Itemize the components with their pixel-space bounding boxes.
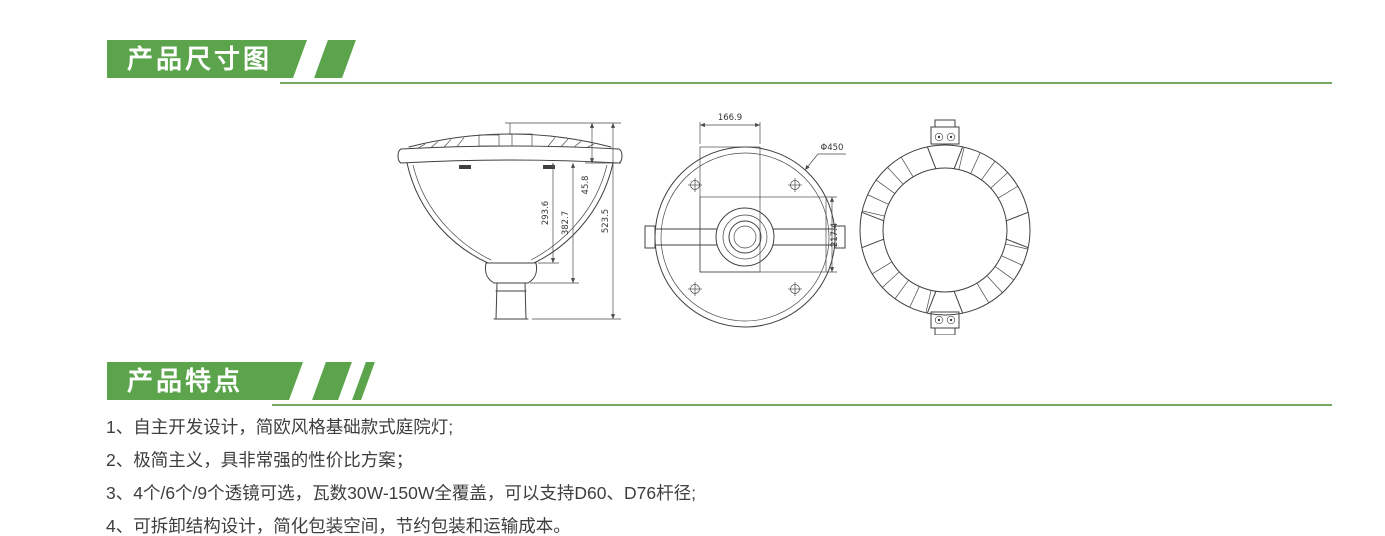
dimensions-underline — [280, 82, 1332, 84]
hub-ring-1 — [715, 207, 775, 267]
extension-lines — [505, 122, 621, 320]
band-bottom-arc — [400, 159, 620, 164]
body-right-outer — [533, 162, 614, 264]
inner-rim-circle — [660, 152, 830, 322]
lamp-top-view: 166.9 Φ450 217.4 — [644, 113, 846, 328]
clip-top-screws — [934, 132, 956, 142]
lamp-ring-view — [859, 119, 1031, 335]
body-left-inner — [412, 164, 492, 261]
clip-top-main — [930, 126, 960, 145]
cross-bar — [654, 228, 836, 246]
cup-left — [484, 262, 495, 284]
band-top-arc — [400, 145, 620, 150]
hub-ring-4 — [733, 225, 757, 249]
banner-stripe-thick — [312, 362, 352, 400]
dim-label-plate-width: 166.9 — [718, 113, 742, 123]
screws — [688, 178, 802, 296]
section-dimensions-banner: 产品尺寸图 — [107, 40, 1347, 78]
pole-column — [493, 282, 529, 320]
ring-outer-circle — [859, 144, 1031, 316]
band-left-cap — [397, 148, 402, 164]
feature-list: 1、自主开发设计，简欧风格基础款式庭院灯; 2、极简主义，具非常强的性价比方案；… — [106, 411, 1206, 536]
feature-item-3: 3、4个/6个/9个透镜可选，瓦数30W-150W全覆盖，可以支持D60、D76… — [106, 483, 696, 503]
body-left-outer — [406, 162, 489, 264]
clip-top-small — [934, 119, 956, 128]
banner-stripe — [314, 40, 356, 78]
feature-item-2: 2、极简主义，具非常强的性价比方案； — [106, 450, 414, 470]
dim-label-plate-height: 217.4 — [830, 223, 840, 247]
plate-wide-rect — [699, 196, 827, 273]
hub-ring-2 — [722, 214, 768, 260]
outer-circle — [654, 146, 836, 328]
clip-bottom-small — [934, 327, 956, 335]
fin-block-left — [478, 134, 500, 147]
ring-ticks — [862, 147, 1028, 313]
banner-stripe-thin — [352, 362, 375, 400]
bar-cap-left — [644, 225, 656, 249]
feature-item-1: 1、自主开发设计，简欧风格基础款式庭院灯; — [106, 417, 454, 437]
ring-inner-circle — [882, 167, 1008, 293]
lamp-side-view: 293.6 382.7 45.8 523.5 — [397, 122, 623, 320]
dim-label-body-height: 293.6 — [541, 201, 551, 225]
band-tab-right — [543, 165, 555, 169]
band-tab-left — [459, 165, 471, 169]
band-right-cap — [618, 148, 623, 164]
features-banner-block: 产品特点 — [107, 362, 303, 400]
clip-bottom-screws — [934, 315, 956, 325]
cup-right — [527, 262, 538, 284]
dome-outer-arc — [408, 133, 612, 148]
fin-block-right — [511, 133, 533, 147]
dim-label-total-height: 523.5 — [601, 209, 611, 233]
dim-label-diameter: Φ450 — [821, 143, 844, 153]
bar-cap-right — [834, 225, 846, 249]
section-features-title: 产品特点 — [127, 366, 244, 396]
features-underline — [272, 404, 1332, 406]
extension-lines — [699, 122, 837, 273]
hub-ring-3 — [728, 220, 762, 254]
diameter-leader — [804, 153, 846, 171]
feature-item-4: 4、可拆卸结构设计，简化包装空间，节约包装和运输成本。 — [106, 516, 571, 536]
ring-pads — [861, 146, 1029, 314]
section-dimensions-title: 产品尺寸图 — [127, 44, 273, 74]
dim-label-mid-height: 382.7 — [561, 211, 571, 235]
section-features-banner: 产品特点 — [107, 362, 1347, 400]
dimensions-banner-block: 产品尺寸图 — [107, 40, 307, 78]
dim-label-head-height: 45.8 — [581, 176, 591, 195]
dome-fins — [417, 137, 595, 149]
